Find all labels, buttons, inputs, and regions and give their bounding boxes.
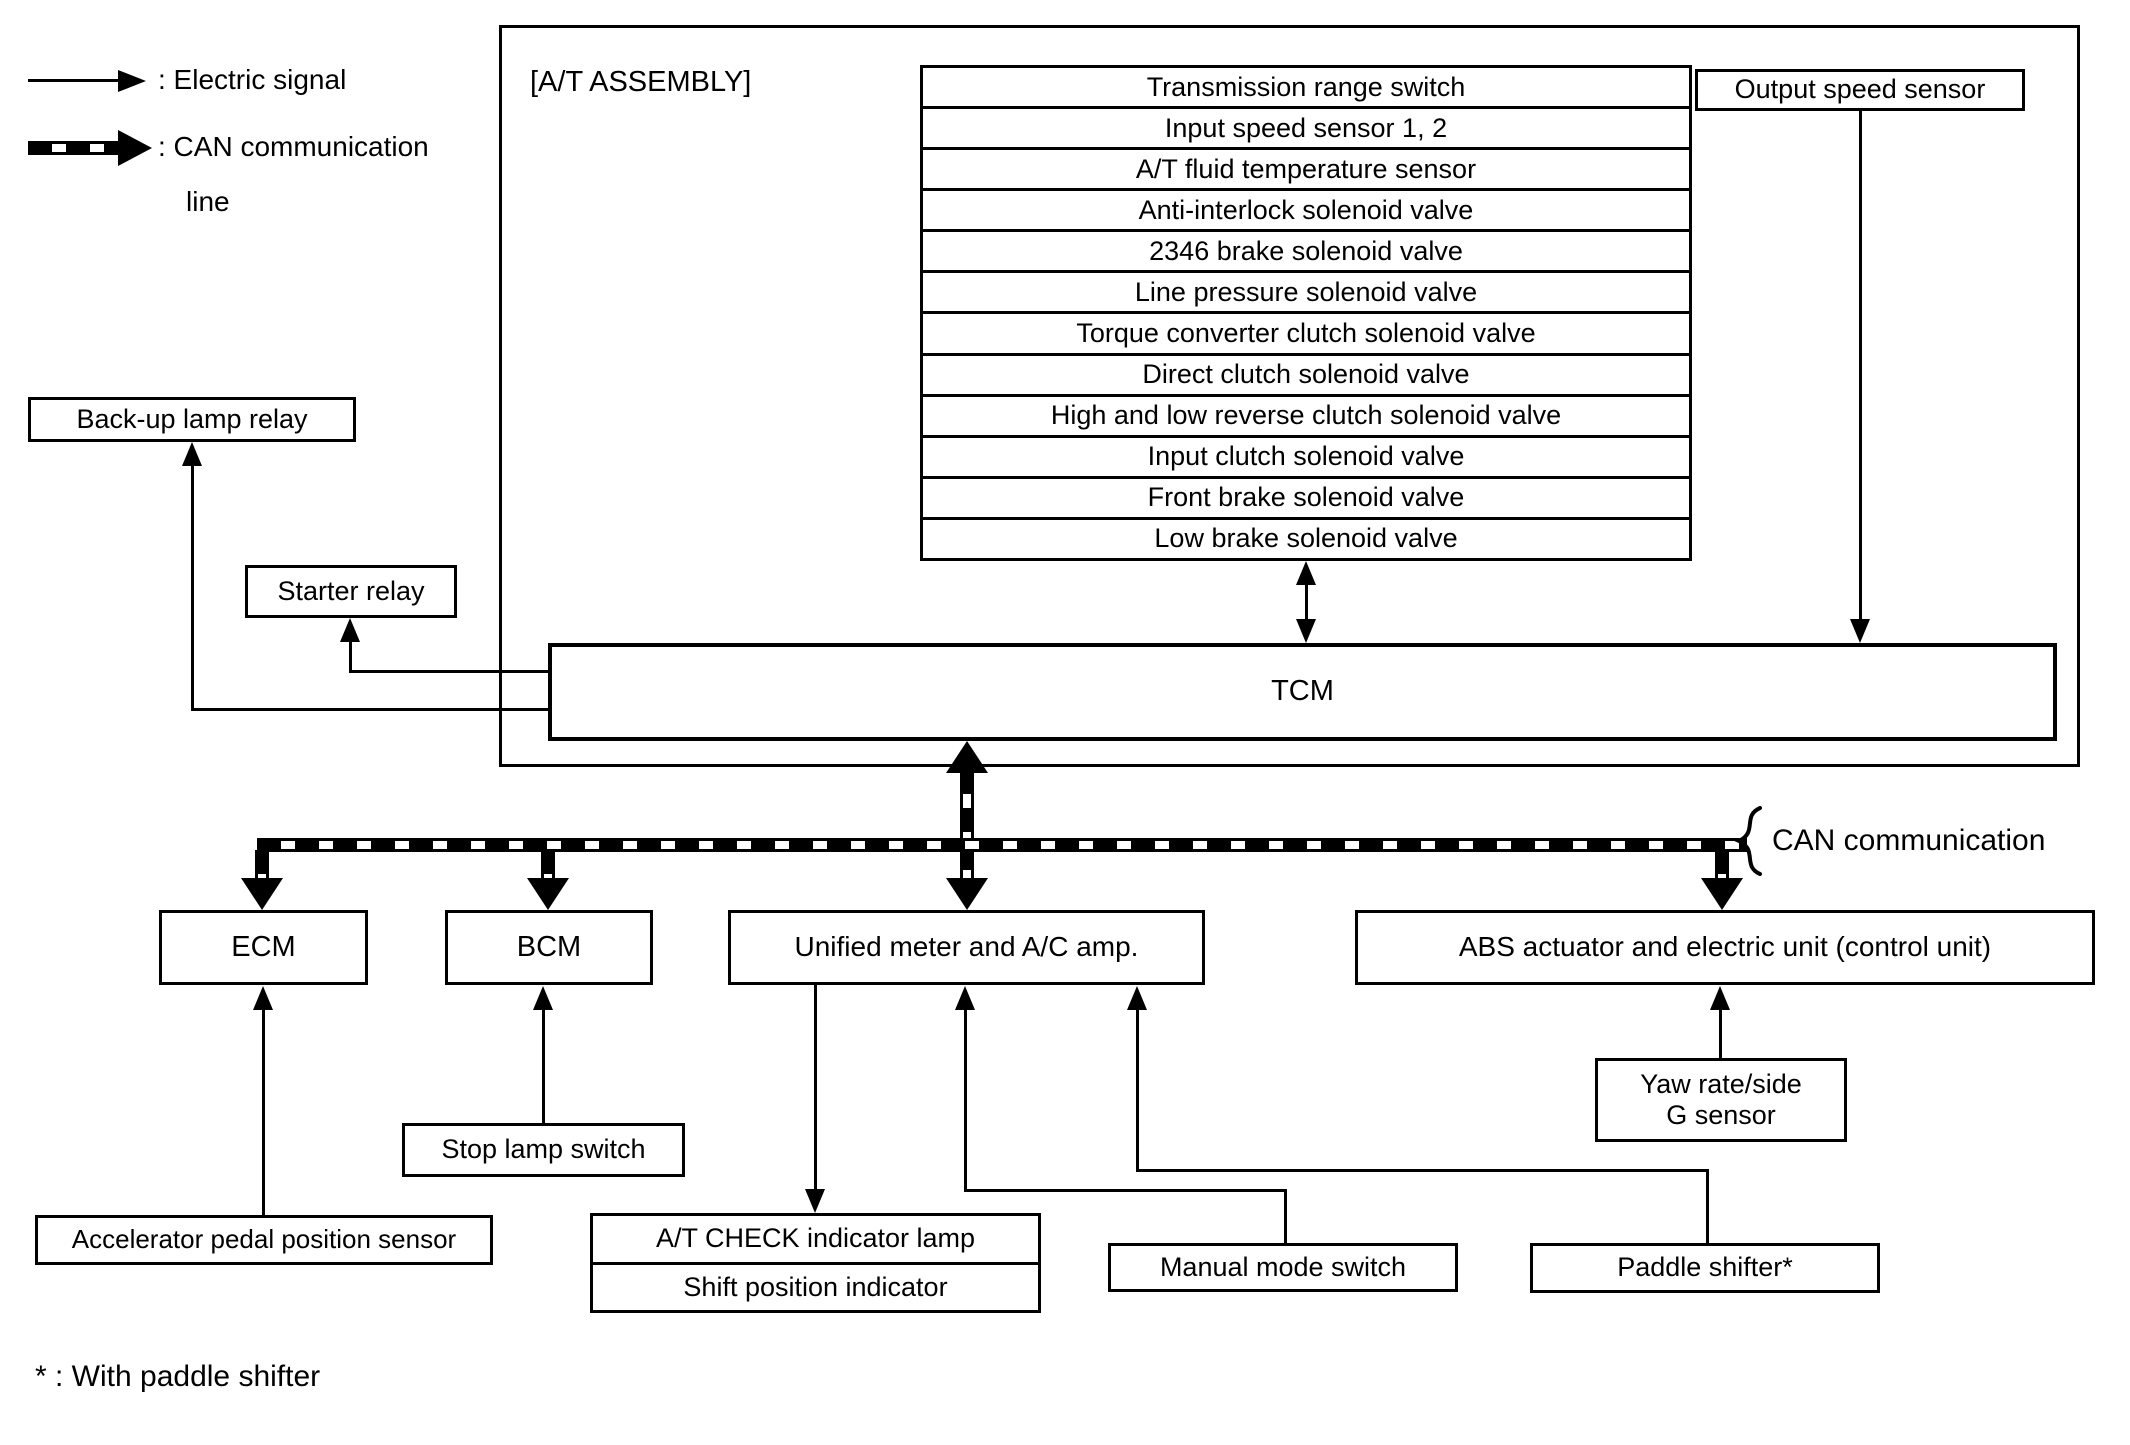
component-low-brake-valve: Low brake solenoid valve — [1154, 523, 1458, 554]
output-sensor-arrowhead-icon — [1850, 619, 1870, 643]
connector-output-sensor-to-tcm — [1859, 111, 1862, 620]
paddle-arrowhead-icon — [1127, 986, 1147, 1010]
component-2346-brake-valve: 2346 brake solenoid valve — [923, 232, 1689, 274]
connector-tcm-to-starter-relay-v — [349, 640, 352, 673]
can-bus-horizontal — [257, 838, 1747, 852]
stop-lamp-switch-box: Stop lamp switch — [402, 1123, 685, 1177]
at-check-indicator-lamp-cell: A/T CHECK indicator lamp — [593, 1216, 1038, 1265]
yaw-arrowhead-icon — [1710, 986, 1730, 1010]
output-speed-sensor-box: Output speed sensor — [1695, 69, 2025, 111]
can-drop-abs — [1715, 850, 1729, 878]
connector-stop-lamp-to-bcm — [542, 1008, 545, 1123]
connector-stack-to-tcm — [1305, 580, 1308, 624]
stop-lamp-arrowhead-icon — [533, 986, 553, 1010]
connector-tcm-to-backup-relay-h — [191, 708, 548, 711]
abs-unit-box: ABS actuator and electric unit (control … — [1355, 910, 2095, 985]
connector-manual-mode-h — [964, 1189, 1287, 1192]
manual-mode-switch-box: Manual mode switch — [1108, 1243, 1458, 1292]
component-torque-converter-valve: Torque converter clutch solenoid valve — [923, 314, 1689, 356]
component-high-low-reverse-valve: High and low reverse clutch solenoid val… — [923, 397, 1689, 438]
legend-electric-arrow-line — [28, 79, 120, 82]
component-front-brake-valve: Front brake solenoid valve — [923, 479, 1689, 520]
component-input-clutch-valve: Input clutch solenoid valve — [923, 438, 1689, 479]
indicator-lamp-box: A/T CHECK indicator lamp Shift position … — [590, 1213, 1041, 1313]
legend-electric-signal-label: : Electric signal — [158, 64, 347, 95]
connector-manual-mode-v2 — [1284, 1190, 1287, 1243]
legend-can-arrowhead-icon — [118, 130, 152, 166]
can-drop-bcm — [541, 850, 555, 878]
can-drop-ecm — [255, 850, 269, 878]
paddle-shifter-box: Paddle shifter* — [1530, 1243, 1880, 1293]
can-arrowhead-to-ecm-icon — [241, 878, 283, 910]
connector-tcm-to-backup-relay-v — [191, 464, 194, 711]
can-arrowhead-to-bcm-icon — [527, 878, 569, 910]
connector-manual-mode-v1 — [964, 1008, 967, 1192]
manual-mode-arrowhead-icon — [955, 986, 975, 1010]
component-fluid-temp-sensor: A/T fluid temperature sensor — [923, 150, 1689, 192]
bcm-box: BCM — [445, 910, 653, 985]
starter-relay-box: Starter relay — [245, 565, 457, 618]
can-main-vertical — [960, 770, 974, 882]
can-brace-icon — [1734, 806, 1762, 876]
component-anti-interlock-valve: Anti-interlock solenoid valve — [923, 191, 1689, 233]
backup-relay-arrowhead-icon — [182, 442, 202, 466]
legend-electric-arrowhead-icon — [118, 70, 146, 92]
backup-lamp-relay-box: Back-up lamp relay — [28, 397, 356, 442]
component-input-speed-sensor: Input speed sensor 1, 2 — [923, 109, 1689, 151]
unified-meter-box: Unified meter and A/C amp. — [728, 910, 1205, 985]
footnote: * : With paddle shifter — [35, 1360, 321, 1393]
connector-yaw-to-abs — [1719, 1008, 1722, 1058]
connector-paddle-h — [1136, 1169, 1709, 1172]
stack-tcm-arrowhead-up-icon — [1296, 561, 1316, 585]
connector-paddle-v2 — [1706, 1170, 1709, 1243]
can-arrowhead-to-tcm-icon — [946, 741, 988, 773]
starter-relay-arrowhead-icon — [340, 618, 360, 642]
component-transmission-range-switch: Transmission range switch — [923, 68, 1689, 110]
indicator-arrowhead-icon — [805, 1189, 825, 1213]
can-arrowhead-to-abs-icon — [1701, 878, 1743, 910]
can-communication-label: CAN communication — [1772, 824, 2046, 857]
shift-position-indicator-cell: Shift position indicator — [683, 1271, 948, 1302]
connector-unified-to-indicator — [814, 985, 817, 1191]
legend-can-label: : CAN communication — [158, 131, 429, 162]
ecm-box: ECM — [159, 910, 368, 985]
tcm-box: TCM — [548, 643, 2057, 741]
component-line-pressure-valve: Line pressure solenoid valve — [923, 273, 1689, 315]
yaw-sensor-label-line1: Yaw rate/side — [1640, 1068, 1802, 1099]
legend-can-line-sample — [28, 141, 120, 155]
connector-accelerator-to-ecm — [262, 1008, 265, 1215]
connector-paddle-v1 — [1136, 1008, 1139, 1172]
yaw-sensor-label-line2: G sensor — [1666, 1100, 1776, 1130]
at-assembly-title: [A/T ASSEMBLY] — [530, 66, 752, 98]
accelerator-arrowhead-icon — [253, 986, 273, 1010]
component-direct-clutch-valve: Direct clutch solenoid valve — [923, 356, 1689, 397]
stack-tcm-arrowhead-down-icon — [1296, 619, 1316, 643]
connector-tcm-to-starter-relay-h — [349, 670, 548, 673]
at-assembly-component-stack: Transmission range switch Input speed se… — [920, 65, 1692, 561]
yaw-sensor-box: Yaw rate/side G sensor — [1595, 1058, 1847, 1142]
legend-can-label-line2: line — [186, 186, 230, 217]
can-arrowhead-to-unified-meter-icon — [946, 878, 988, 910]
accelerator-pedal-sensor-box: Accelerator pedal position sensor — [35, 1215, 493, 1265]
